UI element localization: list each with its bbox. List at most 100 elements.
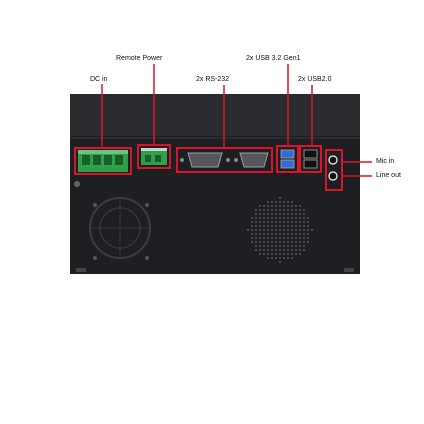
dc-in-connector [78, 150, 128, 172]
vent-hole [254, 208, 258, 212]
vent-hole [294, 224, 298, 228]
callout-audio [325, 149, 343, 191]
vent-hole [270, 236, 274, 240]
vent-hole [274, 216, 278, 220]
vent-hole [270, 256, 274, 260]
vent-hole [254, 220, 258, 224]
vent-hole [250, 224, 254, 228]
vent-hole [286, 220, 290, 224]
vent-hole [270, 212, 274, 216]
usb20-ports [303, 149, 318, 169]
vent-hole [298, 224, 302, 228]
vent-hole [294, 220, 298, 224]
vent-hole [274, 240, 278, 244]
vent-hole [270, 228, 274, 232]
vent-hole [270, 248, 274, 252]
vent-hole [250, 232, 254, 236]
vent-hole [278, 212, 282, 216]
vent-hole [274, 248, 278, 252]
vent-hole [298, 236, 302, 240]
vent-hole [258, 204, 262, 208]
vent-hole [290, 236, 294, 240]
vent-hole [278, 240, 282, 244]
vent-hole [286, 216, 290, 220]
vent-hole [302, 228, 306, 232]
vent-hole [306, 216, 310, 220]
vent-hole [294, 216, 298, 220]
vent-hole [302, 212, 306, 216]
vent-hole [290, 252, 294, 256]
vent-hole [282, 244, 286, 248]
vent-hole [270, 208, 274, 212]
vent-hole [290, 200, 294, 204]
vent-hole [282, 228, 286, 232]
vent-hole [274, 256, 278, 260]
vent-hole [286, 248, 290, 252]
vent-hole [286, 228, 290, 232]
vent-hole [274, 244, 278, 248]
vent-hole [294, 244, 298, 248]
vent-hole [258, 220, 262, 224]
vent-hole [262, 240, 266, 244]
vent-hole [278, 216, 282, 220]
rs232-port-1 [180, 152, 230, 168]
ground-screw [74, 181, 80, 187]
vent-hole [274, 220, 278, 224]
vent-hole [310, 228, 314, 232]
vent-hole [258, 224, 262, 228]
vent-hole [258, 216, 262, 220]
vent-hole [254, 216, 258, 220]
vent-hole [298, 232, 302, 236]
vent-hole [290, 208, 294, 212]
vent-hole [270, 240, 274, 244]
vent-hole [294, 212, 298, 216]
vent-hole [290, 256, 294, 260]
vent-hole [282, 236, 286, 240]
vent-hole [282, 256, 286, 260]
vent-hole [306, 228, 310, 232]
vent-hole [298, 248, 302, 252]
vent-hole [258, 236, 262, 240]
vent-hole [290, 244, 294, 248]
vent-hole [274, 224, 278, 228]
vent-hole [282, 200, 286, 204]
vent-hole [290, 232, 294, 236]
vent-hole [286, 204, 290, 208]
vent-hole [278, 220, 282, 224]
vent-hole [302, 244, 306, 248]
vent-hole [258, 228, 262, 232]
vent-hole [286, 252, 290, 256]
vent-hole [270, 200, 274, 204]
vent-hole [270, 244, 274, 248]
vent-hole [298, 216, 302, 220]
vent-hole [278, 196, 282, 200]
vent-grill [246, 196, 314, 264]
vent-hole [290, 204, 294, 208]
vent-hole [266, 216, 270, 220]
vent-hole [282, 232, 286, 236]
vent-hole [254, 236, 258, 240]
vent-hole [258, 252, 262, 256]
vent-hole [278, 260, 282, 264]
vent-hole [294, 236, 298, 240]
vent-hole [298, 244, 302, 248]
vent-hole [302, 240, 306, 244]
vent-hole [282, 240, 286, 244]
leader-lines [101, 64, 372, 177]
vent-hole [282, 252, 286, 256]
vent-hole [282, 220, 286, 224]
vent-hole [278, 224, 282, 228]
vent-hole [262, 216, 266, 220]
vent-hole [262, 212, 266, 216]
vent-hole [262, 248, 266, 252]
vent-hole [246, 228, 250, 232]
vent-hole [254, 244, 258, 248]
vent-hole [274, 236, 278, 240]
vent-hole [306, 220, 310, 224]
rs232-port-2 [234, 152, 269, 168]
vent-hole [286, 232, 290, 236]
vent-hole [294, 240, 298, 244]
vent-hole [278, 244, 282, 248]
vent-hole [258, 232, 262, 236]
